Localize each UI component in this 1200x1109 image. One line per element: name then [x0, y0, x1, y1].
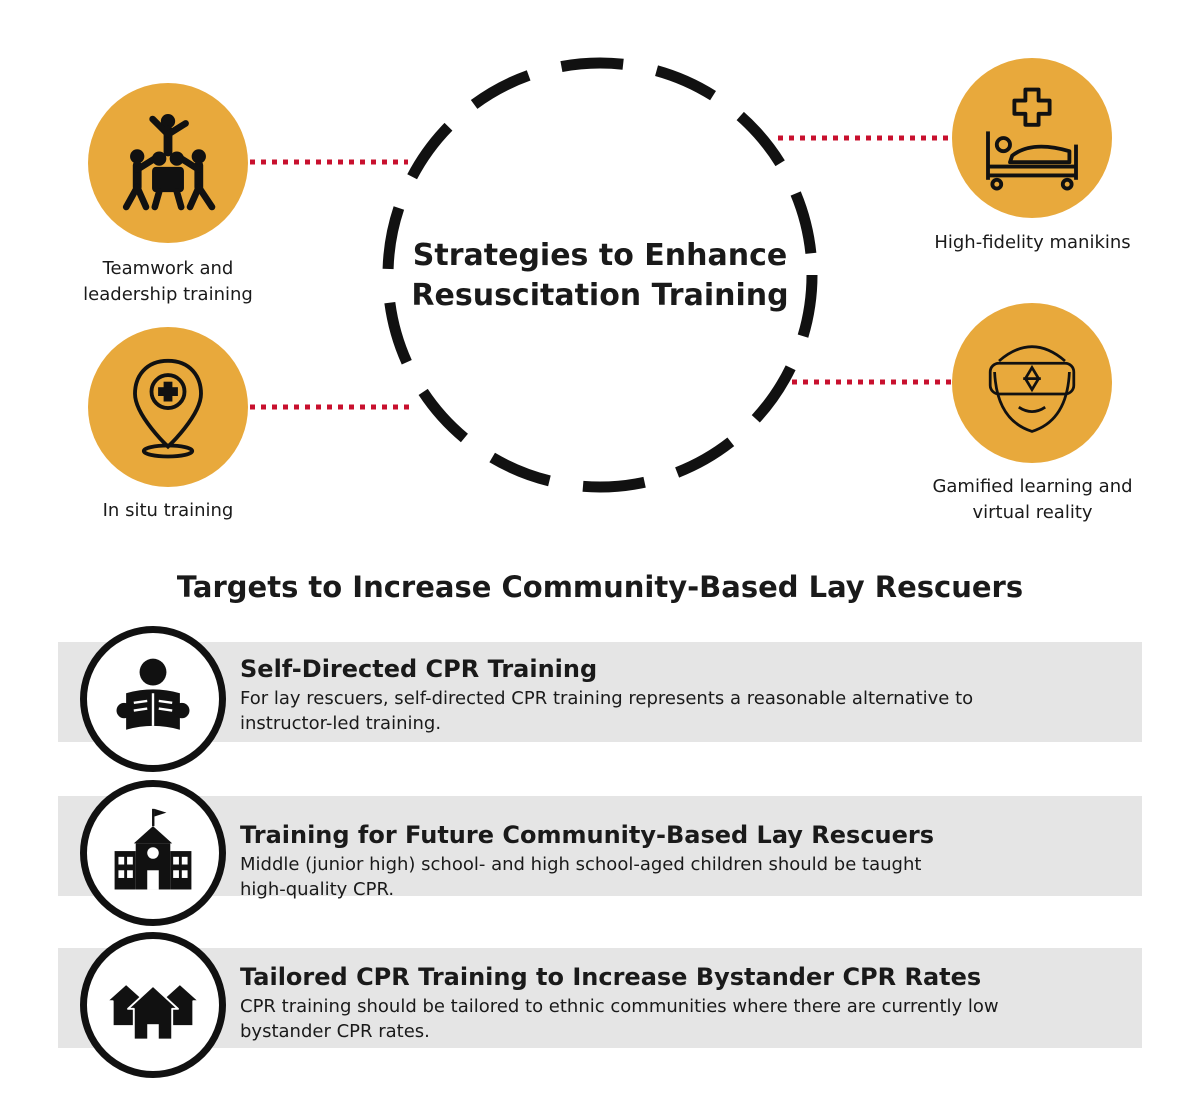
target-icon-tailored: [80, 932, 226, 1078]
strategy-node-teamwork: [88, 83, 248, 243]
school-building-icon: [114, 808, 192, 890]
strategy-label-teamwork-line2: leadership training: [83, 284, 253, 305]
target-band-tailored: [58, 948, 1142, 1048]
target-text-tailored: Tailored CPR Training to Increase Bystan…: [240, 962, 1120, 1044]
strategy-label-vr: Gamified learning and virtual reality: [900, 474, 1165, 526]
strategy-node-vr: [952, 303, 1112, 463]
target-desc-self-directed: For lay rescuers, self-directed CPR trai…: [240, 686, 1120, 736]
center-title-line1: Strategies to Enhance: [412, 238, 788, 273]
strategy-node-in-situ: [88, 327, 248, 487]
vr-headset-icon: [988, 345, 1076, 433]
houses-icon: [105, 982, 201, 1041]
target-desc-future-rescuers-line1: Middle (junior high) school- and high sc…: [240, 854, 922, 875]
strategy-label-teamwork-line1: Teamwork and: [102, 258, 234, 279]
center-title-line2: Resuscitation Training: [411, 278, 789, 313]
target-band-self-directed: [58, 642, 1142, 742]
strategy-label-vr-line2: virtual reality: [972, 502, 1093, 523]
target-desc-self-directed-line1: For lay rescuers, self-directed CPR trai…: [240, 688, 974, 709]
teamwork-icon: [122, 114, 216, 211]
target-heading-future-rescuers: Training for Future Community-Based Lay …: [240, 821, 935, 849]
strategy-label-vr-line1: Gamified learning and: [932, 476, 1133, 497]
target-desc-self-directed-line2: instructor-led training.: [240, 713, 442, 734]
reading-person-icon: [116, 658, 190, 730]
target-desc-tailored-line2: bystander CPR rates.: [240, 1021, 430, 1042]
hospital-bed-icon: [986, 87, 1078, 191]
target-desc-tailored-line1: CPR training should be tailored to ethni…: [240, 996, 999, 1017]
target-desc-future-rescuers: Middle (junior high) school- and high sc…: [240, 852, 1120, 902]
target-icon-future-rescuers: [80, 780, 226, 926]
strategy-node-manikins: [952, 58, 1112, 218]
target-heading-tailored: Tailored CPR Training to Increase Bystan…: [240, 963, 982, 991]
targets-section-title: Targets to Increase Community-Based Lay …: [176, 570, 1024, 604]
target-text-future-rescuers: Training for Future Community-Based Lay …: [240, 820, 1120, 902]
strategy-label-in-situ: In situ training: [48, 498, 288, 524]
strategy-label-manikins-line1: High-fidelity manikins: [934, 232, 1131, 253]
target-text-self-directed: Self-Directed CPR Training For lay rescu…: [240, 654, 1120, 736]
target-desc-tailored: CPR training should be tailored to ethni…: [240, 994, 1120, 1044]
target-band-future-rescuers: [58, 796, 1142, 896]
strategy-label-teamwork: Teamwork and leadership training: [48, 256, 288, 308]
target-icon-self-directed: [80, 626, 226, 772]
center-title: Strategies to Enhance Resuscitation Trai…: [400, 236, 800, 316]
center-dashed-ring: [382, 57, 818, 493]
target-heading-self-directed: Self-Directed CPR Training: [240, 655, 598, 683]
strategy-diagram: [250, 57, 952, 493]
target-desc-future-rescuers-line2: high-quality CPR.: [240, 879, 395, 900]
location-pin-icon: [133, 358, 203, 459]
strategy-label-in-situ-line1: In situ training: [102, 500, 234, 521]
strategy-label-manikins: High-fidelity manikins: [900, 230, 1165, 256]
